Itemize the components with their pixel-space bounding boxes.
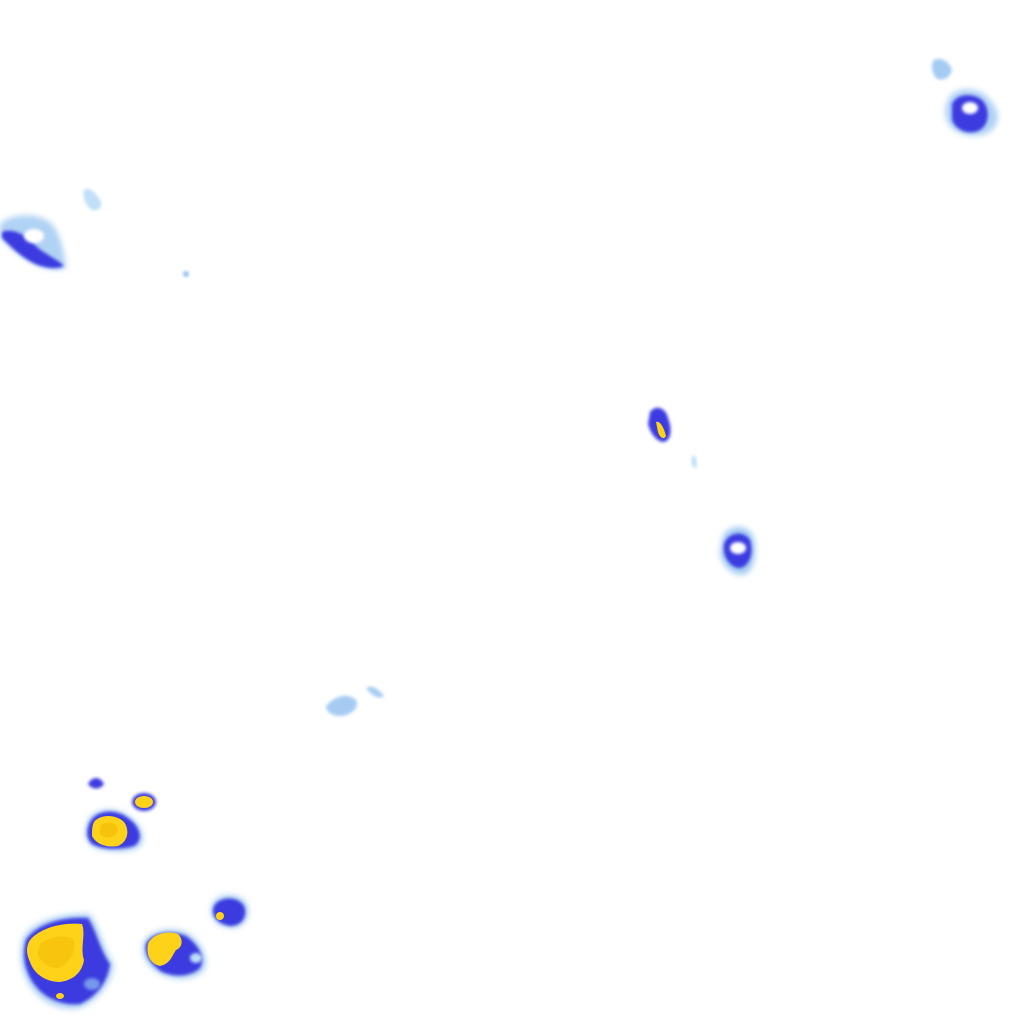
precip-cell-w	[0, 215, 66, 270]
precip-cell-sw-2	[211, 894, 249, 928]
precip-cell-sw-3	[142, 929, 206, 979]
precip-gap	[730, 542, 746, 554]
precip-fragment-ne	[931, 58, 952, 80]
precip-fragment-mid	[326, 686, 384, 716]
precip-cell-sw-1	[85, 809, 143, 852]
precip-gap	[84, 978, 100, 990]
precip-gap	[24, 229, 44, 243]
precip-heavy	[216, 912, 224, 920]
precip-heavy-core	[100, 822, 118, 838]
precip-cell-sw-large	[20, 913, 114, 1009]
precip-heavy	[147, 932, 182, 966]
precip-speck-w	[183, 271, 189, 277]
precip-cell-sw-triangle	[88, 778, 104, 789]
precip-speck-central	[691, 455, 697, 469]
precip-heavy	[656, 421, 666, 439]
precip-cell-sw-dot	[132, 793, 156, 811]
precip-gap	[190, 953, 202, 963]
precip-fragment-w	[83, 188, 102, 211]
precip-cell-ne	[945, 89, 998, 136]
precip-cell-east-ring	[720, 526, 756, 575]
precip-core	[2, 230, 64, 268]
precip-cell-central	[648, 407, 671, 442]
precip-heavy-core	[38, 936, 75, 968]
precip-gap	[962, 102, 978, 114]
precip-heavy	[56, 993, 64, 999]
